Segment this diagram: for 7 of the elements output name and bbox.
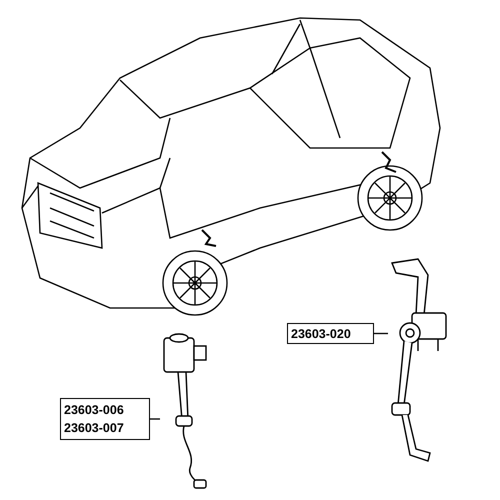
part-number-box xyxy=(287,323,374,344)
part-number-box xyxy=(60,398,150,440)
part-number: 23603-020 xyxy=(291,326,352,342)
part-number: 23603-006 xyxy=(64,402,125,419)
leader-line xyxy=(150,418,160,420)
leader-line xyxy=(374,332,388,334)
part-number: 23603-007 xyxy=(64,420,125,437)
